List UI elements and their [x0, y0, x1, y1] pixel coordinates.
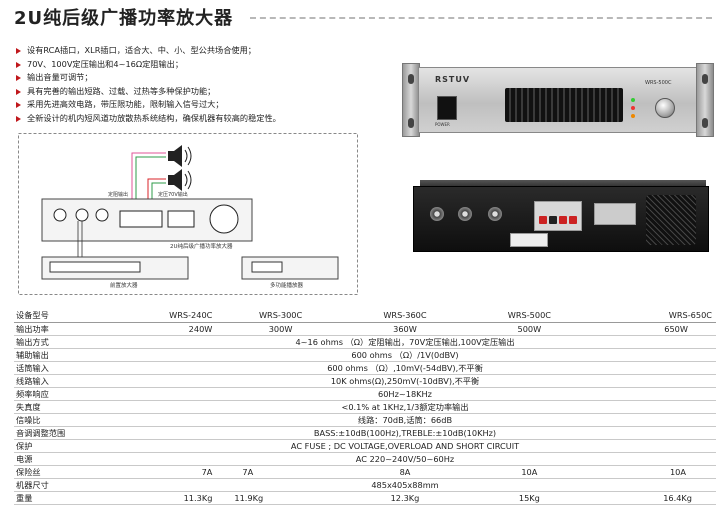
- xlr-jack-icon: [75, 208, 89, 222]
- volume-knob-icon: [655, 98, 675, 118]
- spec-row: 重量 11.3Kg 11.9Kg 12.3Kg 15Kg 16.4Kg: [14, 491, 716, 505]
- cooling-fan-icon: [209, 204, 239, 234]
- front-vent: [505, 88, 623, 122]
- player-jacks-icon: [251, 261, 283, 273]
- feature-item: 70V、100V定压输出和4~16Ω定阻输出；: [16, 58, 281, 72]
- bullet-triangle-icon: [16, 61, 21, 68]
- model-header: WRS-240C: [94, 308, 219, 323]
- brand-logo: RSTUV: [435, 75, 471, 84]
- wiring-diagram: 定阻输出 定压70V输出 2U纯后级广播功率放大器 前置放大器 多功能播放器: [18, 133, 358, 295]
- spec-row: 输出功率 240W 300W 360W 500W 650W: [14, 322, 716, 336]
- warning-sticker-icon: [510, 233, 548, 247]
- speaker-icon: [168, 145, 192, 167]
- bullet-triangle-icon: [16, 88, 21, 95]
- amplifier-caption: 2U纯后级广播功率放大器: [170, 242, 233, 250]
- bullet-triangle-icon: [16, 102, 21, 109]
- output-label-plate: [534, 201, 582, 231]
- model-header: WRS-360C: [342, 308, 468, 323]
- model-tag: WRS-500C: [645, 80, 672, 86]
- model-header: WRS-300C: [218, 308, 343, 323]
- speaker-icon: [168, 169, 192, 191]
- feature-item: 采用先进高效电路，带压限功能，限制输入信号过大；: [16, 98, 281, 112]
- led-indicator-icon: [631, 114, 635, 118]
- feature-item: 设有RCA插口，XLR插口，适合大、中、小、型公共场合使用；: [16, 44, 281, 58]
- led-indicator-icon: [631, 106, 635, 110]
- speaker-terminals-icon: [119, 210, 163, 228]
- bullet-triangle-icon: [16, 115, 21, 122]
- xlr-jack-icon: [53, 208, 67, 222]
- page-title: 2U纯后级广播功率放大器: [14, 8, 234, 29]
- feature-item: 输出音量可调节；: [16, 71, 281, 85]
- feature-item: 全新设计的机内短风道功放散热系统结构，确保机器有较高的稳定性。: [16, 112, 281, 126]
- xlr-jack-icon: [430, 207, 444, 221]
- model-header: WRS-500C: [467, 308, 592, 323]
- preamp-jacks-icon: [49, 261, 141, 273]
- player-caption: 多功能播放器: [270, 281, 304, 289]
- bullet-triangle-icon: [16, 75, 21, 82]
- title-divider: [250, 17, 712, 19]
- spec-header-row: 设备型号 WRS-240C WRS-300C WRS-360C WRS-500C…: [14, 308, 716, 323]
- led-indicator-icon: [631, 98, 635, 102]
- xlr-jack-icon: [488, 207, 502, 221]
- constant-voltage-label: 定压70V输出: [158, 191, 188, 198]
- feature-item: 具有完善的输出短路、过载、过热等多种保护功能；: [16, 85, 281, 99]
- spec-row: 保险丝 7A 7A 8A 10A 10A: [14, 465, 716, 479]
- preamp-caption: 前置放大器: [110, 281, 138, 289]
- amplifier-front-panel-image: RSTUV WRS-500C POWER: [402, 63, 714, 137]
- spec-row: 信噪比线路：70dB,话筒：66dB: [14, 413, 716, 427]
- chassis-top: [420, 180, 706, 188]
- power-switch-icon: [437, 96, 457, 120]
- fixed-resistance-label: 定阻输出: [108, 191, 128, 198]
- xlr-jack-icon: [95, 208, 109, 222]
- spec-table: 设备型号 WRS-240C WRS-300C WRS-360C WRS-500C…: [14, 308, 716, 505]
- amplifier-back-panel-image: [413, 186, 709, 252]
- cooling-fan-icon: [646, 195, 696, 245]
- feature-list: 设有RCA插口，XLR插口，适合大、中、小、型公共场合使用； 70V、100V定…: [16, 44, 281, 126]
- spec-header-label: 设备型号: [14, 308, 94, 323]
- power-socket-icon: [167, 210, 195, 228]
- front-face: RSTUV WRS-500C POWER: [418, 67, 698, 133]
- power-socket-icon: [594, 203, 636, 225]
- spec-row: 失真度<0.1% at 1KHz,1/3额定功率输出: [14, 400, 716, 414]
- bullet-triangle-icon: [16, 48, 21, 54]
- rack-ear-right: [696, 63, 714, 137]
- power-label: POWER: [435, 122, 450, 127]
- xlr-jack-icon: [458, 207, 472, 221]
- model-header: WRS-650C: [591, 308, 716, 323]
